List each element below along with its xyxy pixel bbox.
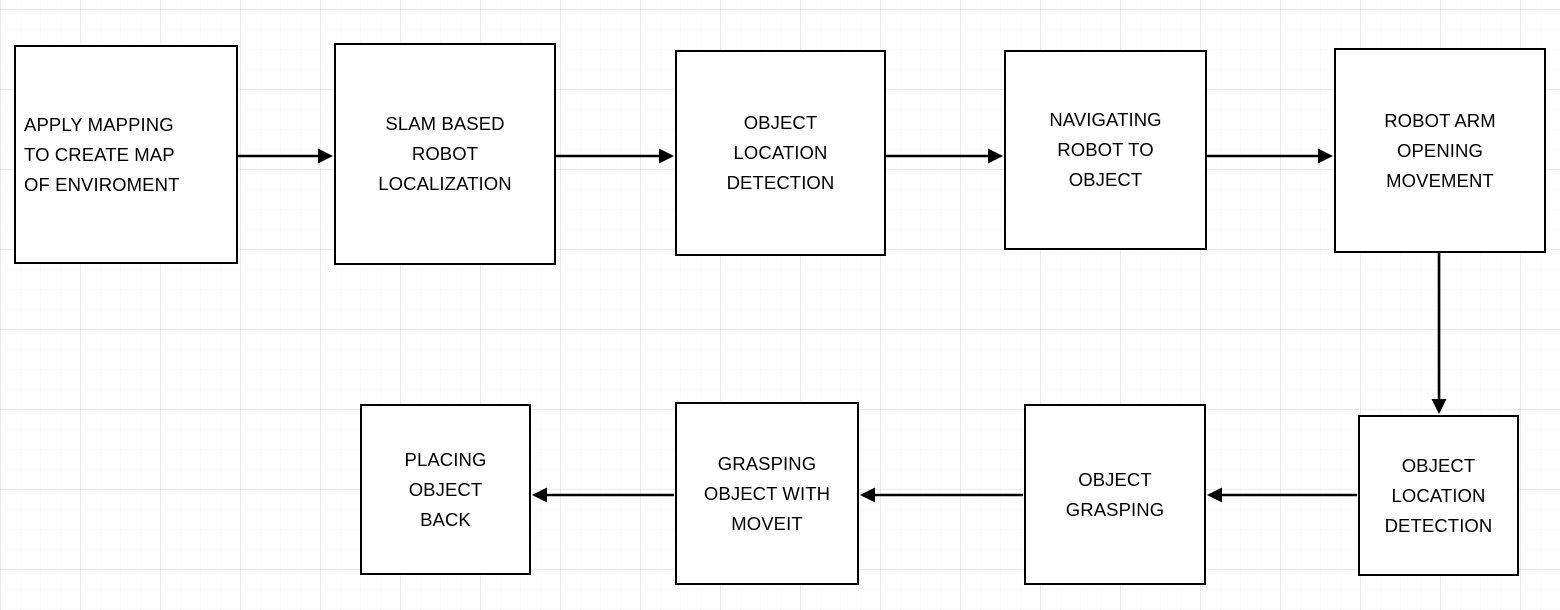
node-label: OBJECT GRASPING — [1065, 468, 1165, 520]
node-navigating-robot[interactable]: NAVIGATING ROBOT TO OBJECT — [1004, 50, 1207, 250]
arrowhead-icon — [1318, 148, 1333, 164]
node-label: GRASPING OBJECT WITH MOVEIT — [703, 452, 831, 534]
node-label: OBJECT LOCATION DETECTION — [1384, 454, 1493, 536]
node-label: PLACING OBJECT BACK — [404, 448, 487, 530]
arrowhead-icon — [1431, 399, 1447, 414]
node-label: NAVIGATING ROBOT TO OBJECT — [1049, 109, 1162, 190]
node-slam-localization[interactable]: SLAM BASED ROBOT LOCALIZATION — [334, 43, 556, 265]
node-label: APPLY MAPPING TO CREATE MAP OF ENVIROMEN… — [24, 113, 180, 195]
node-object-location-detection-bottom[interactable]: OBJECT LOCATION DETECTION — [1358, 415, 1519, 576]
node-label: OBJECT LOCATION DETECTION — [726, 112, 835, 193]
arrowhead-icon — [318, 148, 333, 164]
node-grasping-with-moveit[interactable]: GRASPING OBJECT WITH MOVEIT — [675, 402, 859, 585]
node-label: SLAM BASED ROBOT LOCALIZATION — [378, 113, 512, 194]
node-apply-mapping[interactable]: APPLY MAPPING TO CREATE MAP OF ENVIROMEN… — [14, 45, 238, 264]
node-label: ROBOT ARM OPENING MOVEMENT — [1384, 109, 1496, 191]
arrowhead-icon — [988, 148, 1003, 164]
node-placing-object-back[interactable]: PLACING OBJECT BACK — [360, 404, 531, 575]
node-robot-arm-opening[interactable]: ROBOT ARM OPENING MOVEMENT — [1334, 48, 1546, 253]
node-object-location-detection-top[interactable]: OBJECT LOCATION DETECTION — [675, 50, 886, 256]
node-object-grasping[interactable]: OBJECT GRASPING — [1024, 404, 1206, 585]
arrowhead-icon — [1207, 487, 1222, 503]
arrowhead-icon — [532, 487, 547, 503]
arrowhead-icon — [659, 148, 674, 164]
arrowhead-icon — [860, 487, 875, 503]
